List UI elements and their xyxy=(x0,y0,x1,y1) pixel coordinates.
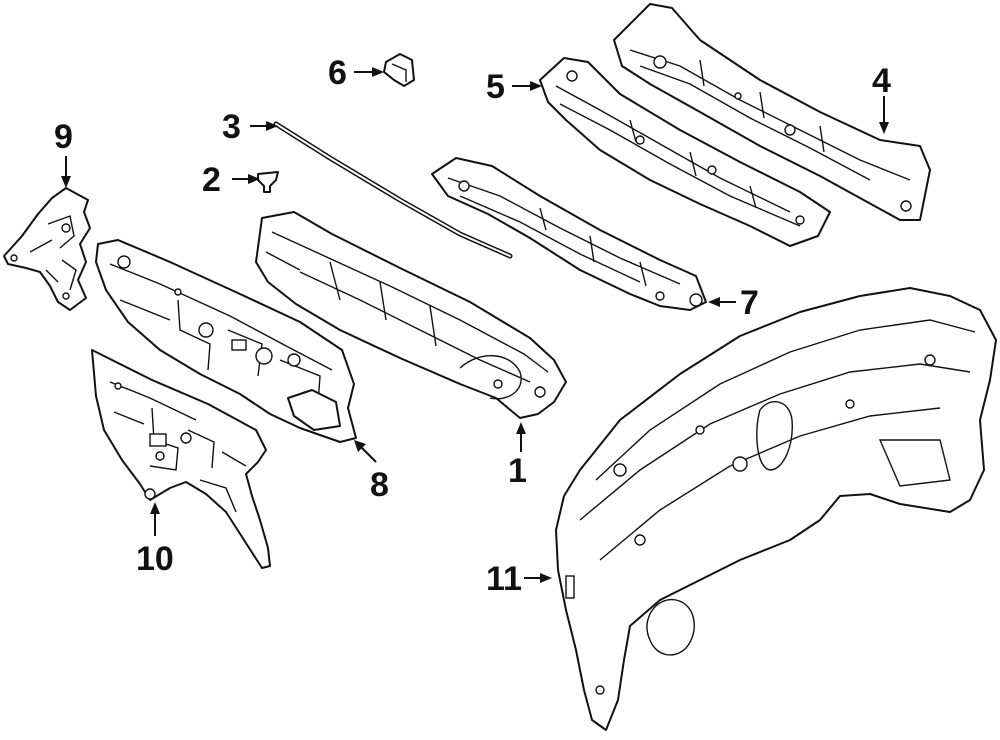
part-9-side-bracket xyxy=(3,187,91,311)
callout-3: 3 xyxy=(222,108,241,146)
part-2-clip xyxy=(257,171,279,193)
part-3-weatherstrip xyxy=(273,121,513,259)
callout-5: 5 xyxy=(486,68,505,106)
callout-7: 7 xyxy=(740,284,759,322)
callout-11: 11 xyxy=(486,560,522,598)
part-11-dash-insulator-large xyxy=(555,287,997,731)
callout-8: 8 xyxy=(370,466,389,504)
callout-1: 1 xyxy=(508,452,527,490)
part-5-cowl-upper xyxy=(539,57,831,247)
part-7-cowl-reinforcement xyxy=(431,157,707,311)
part-1-cowl-top xyxy=(255,211,567,419)
part-10-dash-insulator xyxy=(91,349,271,569)
part-4-cowl-outer xyxy=(613,3,931,221)
callout-4: 4 xyxy=(872,62,891,100)
callout-2: 2 xyxy=(202,161,221,199)
part-8-dash-panel xyxy=(95,239,357,443)
part-6-small-bracket xyxy=(383,53,415,87)
callout-9: 9 xyxy=(54,118,73,156)
callout-labels: 1 2 3 4 5 6 7 8 9 10 11 xyxy=(54,54,891,598)
callout-10: 10 xyxy=(136,540,174,578)
arrow-8 xyxy=(359,445,377,463)
callout-6: 6 xyxy=(328,54,347,92)
callout-arrows xyxy=(61,67,889,583)
